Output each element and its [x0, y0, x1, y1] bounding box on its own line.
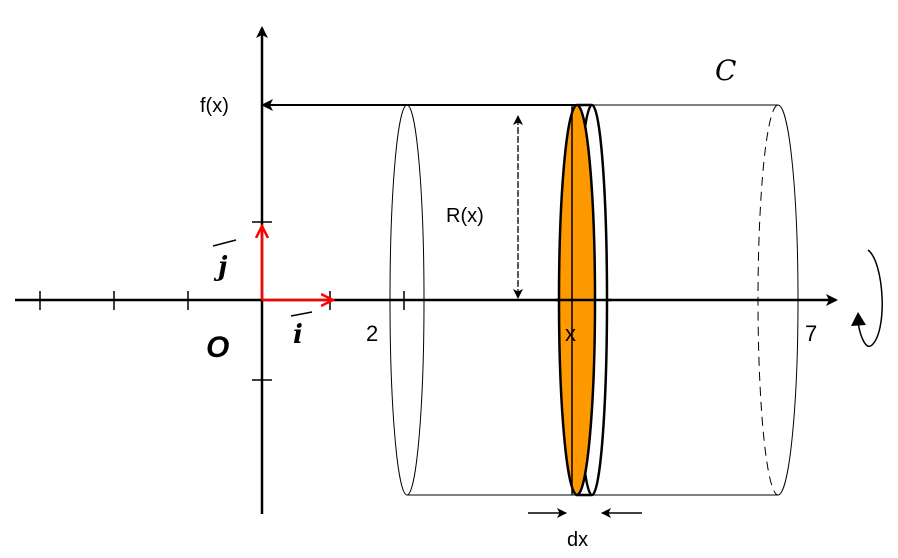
fx-label: f(x): [200, 95, 229, 117]
cylinder-right-end-back: [757, 104, 779, 496]
rx-label: R(x): [446, 205, 484, 227]
cylinder-right-end-front: [777, 104, 799, 496]
tick-label-7: 7: [805, 321, 817, 346]
origin-label: O: [206, 331, 229, 364]
tick-label-2: 2: [366, 321, 378, 346]
curve-c-label: C: [715, 54, 736, 87]
unit-vector-j-label: j: [213, 252, 228, 282]
unit-vector-i-label: i: [293, 320, 303, 350]
y-axis-ticks: [252, 221, 272, 381]
rotation-arrow: [857, 249, 883, 348]
dx-label: dx: [567, 529, 588, 551]
tick-label-x: x: [565, 321, 576, 346]
